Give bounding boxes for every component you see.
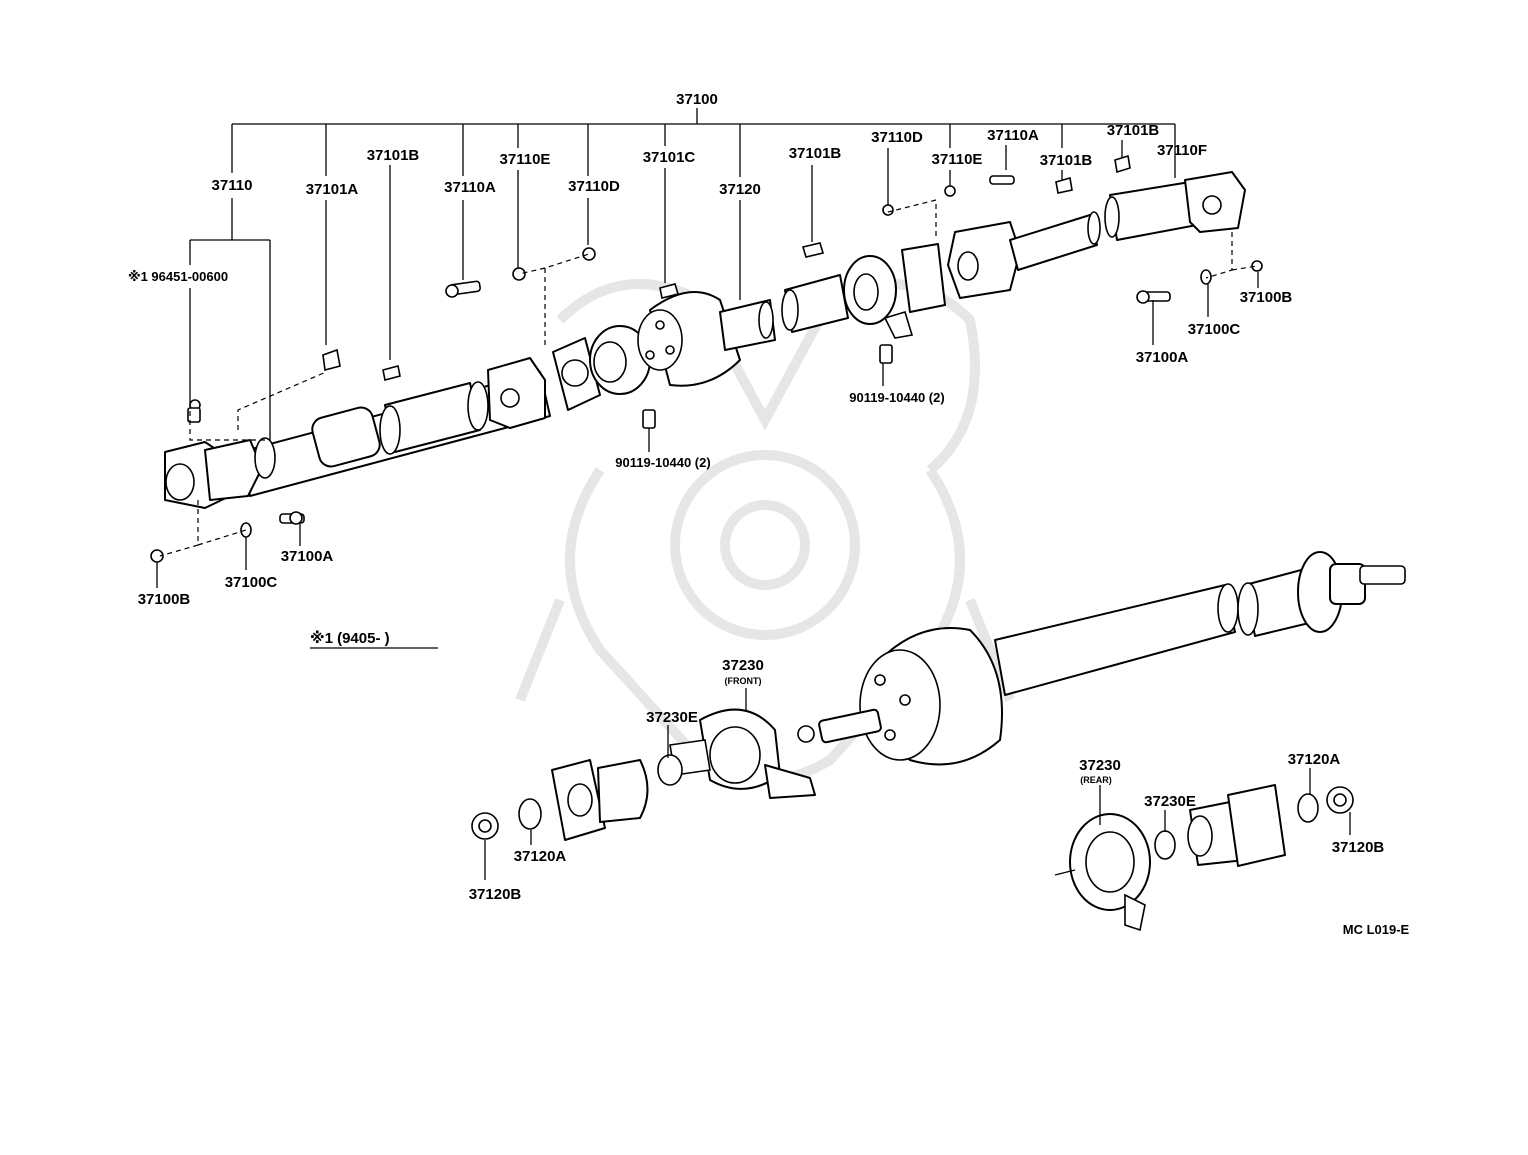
label-37100b-1: 37100B bbox=[138, 591, 191, 608]
label-37110a-1: 37110A bbox=[444, 179, 496, 196]
label-96451-00600: ※1 96451-00600 bbox=[128, 269, 228, 284]
label-37230-front-sub: (FRONT) bbox=[725, 676, 762, 686]
label-37110e-2: 37110E bbox=[932, 151, 983, 168]
footnote-label: ※1 (9405- ) bbox=[310, 629, 390, 647]
label-37120: 37120 bbox=[719, 181, 761, 198]
label-37120b-1: 37120B bbox=[469, 886, 522, 903]
label-37101b-4: 37101B bbox=[1107, 122, 1160, 139]
center-bearing-assembly bbox=[552, 291, 776, 411]
label-37110d-2: 37110D bbox=[871, 129, 923, 146]
alignment-lines bbox=[159, 199, 1258, 557]
rear-center-bearing bbox=[1054, 784, 1354, 932]
label-37100: 37100 bbox=[676, 91, 718, 108]
label-37120a-2: 37120A bbox=[1288, 751, 1341, 768]
label-37110: 37110 bbox=[212, 177, 253, 194]
top-bracket-lines bbox=[189, 108, 1176, 440]
label-37101a: 37101A bbox=[306, 181, 359, 198]
label-90119-10440-1: 90119-10440 (2) bbox=[615, 455, 710, 470]
label-37100a-2: 37100A bbox=[1136, 349, 1189, 366]
label-37101b-2: 37101B bbox=[789, 145, 842, 162]
label-37230-rear-sub: (REAR) bbox=[1080, 775, 1112, 785]
label-37230-front: 37230 bbox=[722, 657, 764, 674]
label-37100c-2: 37100C bbox=[1188, 321, 1241, 338]
label-37101b-3: 37101B bbox=[1040, 152, 1093, 169]
label-37230-rear: 37230 bbox=[1079, 757, 1121, 774]
label-37120a-1: 37120A bbox=[514, 848, 567, 865]
front-center-bearing bbox=[471, 708, 816, 841]
rear-propeller-shaft bbox=[797, 551, 1406, 766]
front-propeller-shaft bbox=[164, 357, 551, 509]
upper-hardware bbox=[150, 154, 1263, 563]
label-37100b-2: 37100B bbox=[1240, 289, 1293, 306]
label-37101c: 37101C bbox=[643, 149, 696, 166]
label-37110f: 37110F bbox=[1157, 142, 1207, 159]
label-37110e-1: 37110E bbox=[500, 151, 551, 168]
label-37120b-2: 37120B bbox=[1332, 839, 1385, 856]
label-90119-10440-2: 90119-10440 (2) bbox=[849, 390, 944, 405]
upper-rear-shaft bbox=[781, 171, 1246, 339]
lower-leader-lines bbox=[156, 272, 1351, 880]
label-37230e-1: 37230E bbox=[646, 709, 698, 726]
label-37100a-1: 37100A bbox=[281, 548, 334, 565]
label-37100c-1: 37100C bbox=[225, 574, 278, 591]
label-37110d-1: 37110D bbox=[568, 178, 620, 195]
label-37101b-1: 37101B bbox=[367, 147, 420, 164]
label-37230e-2: 37230E bbox=[1144, 793, 1196, 810]
figure-code: MC L019-E bbox=[1343, 922, 1410, 937]
label-37110a-2: 37110A bbox=[987, 127, 1039, 144]
part-labels: 37100 37110 37101A 37101B 37110A 37110E … bbox=[128, 91, 1410, 937]
